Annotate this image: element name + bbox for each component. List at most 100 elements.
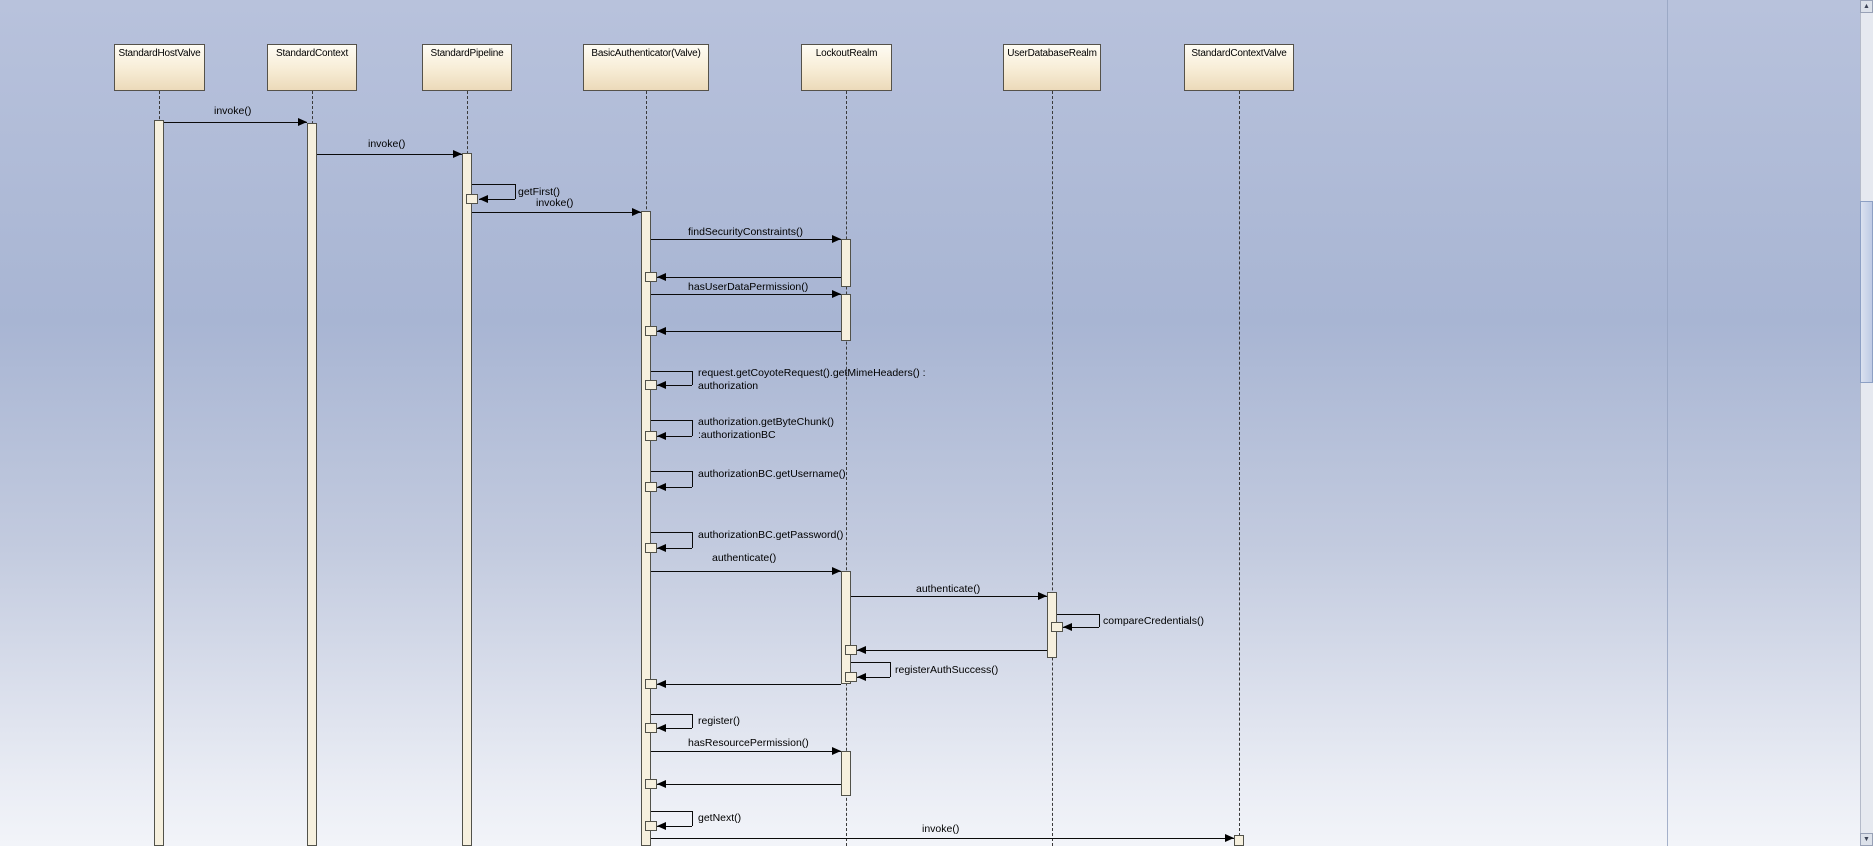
message-line — [651, 811, 692, 812]
message-arrowhead-left — [857, 646, 866, 654]
scrollbar-up-button[interactable]: ▲ — [1860, 0, 1873, 13]
message-label[interactable]: register() — [698, 715, 741, 727]
message-line — [651, 751, 841, 752]
message-label[interactable]: authenticate() — [712, 552, 777, 564]
message-arrowhead-left — [657, 483, 666, 491]
message-line — [657, 684, 841, 685]
message-label[interactable]: authorization — [698, 380, 759, 392]
nested-activation — [645, 380, 657, 390]
activation-bar[interactable] — [641, 211, 651, 846]
message-label[interactable]: getNext() — [698, 812, 742, 824]
message-label[interactable]: :authorizationBC — [698, 429, 776, 441]
activation-bar[interactable] — [841, 751, 851, 796]
message-line — [651, 239, 841, 240]
lifeline-head-standard-context[interactable]: StandardContext — [267, 44, 357, 91]
message-label[interactable]: invoke() — [922, 823, 960, 835]
lifeline-head-standard-host-valve[interactable]: StandardHostValve — [114, 44, 205, 91]
message-label[interactable]: authenticate() — [916, 583, 981, 595]
message-line — [851, 662, 890, 663]
message-line — [1057, 614, 1099, 615]
nested-activation — [645, 272, 657, 282]
message-line — [657, 331, 841, 332]
lifeline-head-basic-authenticator[interactable]: BasicAuthenticator(Valve) — [583, 44, 709, 91]
message-line — [657, 385, 692, 386]
message-arrowhead-left — [657, 432, 666, 440]
message-line-vertical — [515, 184, 516, 199]
activation-bar[interactable] — [1234, 835, 1244, 846]
message-line — [164, 122, 307, 123]
message-line — [657, 487, 692, 488]
nested-activation — [645, 431, 657, 441]
message-line — [657, 277, 841, 278]
message-line — [651, 571, 841, 572]
message-arrowhead-left — [657, 780, 666, 788]
lifeline-head-standard-context-valve[interactable]: StandardContextValve — [1184, 44, 1294, 91]
message-line-vertical — [692, 420, 693, 436]
message-line — [651, 420, 692, 421]
message-line — [479, 199, 515, 200]
message-line-vertical — [692, 471, 693, 487]
message-label[interactable]: authorizationBC.getUsername() — [698, 468, 846, 480]
lifeline-head-standard-pipeline[interactable]: StandardPipeline — [422, 44, 512, 91]
message-line — [651, 838, 1234, 839]
message-arrowhead-right — [632, 208, 641, 216]
activation-bar[interactable] — [154, 120, 164, 846]
message-label[interactable]: getFirst() — [518, 186, 560, 198]
message-label[interactable]: registerAuthSuccess() — [895, 664, 999, 676]
nested-activation — [845, 645, 857, 655]
message-line — [651, 714, 692, 715]
activation-bar[interactable] — [307, 123, 317, 846]
message-arrowhead-right — [832, 567, 841, 575]
activation-bar[interactable] — [841, 239, 851, 287]
nested-activation — [466, 194, 478, 204]
message-line — [657, 728, 692, 729]
message-arrowhead-left — [657, 273, 666, 281]
message-line — [657, 548, 692, 549]
message-line — [651, 471, 692, 472]
scrollbar-down-button[interactable]: ▼ — [1860, 833, 1873, 846]
message-arrowhead-left — [1063, 623, 1072, 631]
message-label[interactable]: authorizationBC.getPassword() — [698, 529, 844, 541]
activation-bar[interactable] — [841, 571, 851, 684]
message-arrowhead-right — [832, 290, 841, 298]
message-line-vertical — [692, 714, 693, 728]
message-label[interactable]: hasUserDataPermission() — [688, 281, 809, 293]
message-arrowhead-left — [857, 673, 866, 681]
activation-bar[interactable] — [841, 294, 851, 341]
message-line — [857, 677, 890, 678]
message-line — [651, 371, 692, 372]
activation-bar[interactable] — [462, 153, 472, 846]
scroll-down-icon: ▼ — [1863, 836, 1870, 843]
message-line — [651, 532, 692, 533]
message-label[interactable]: authorization.getByteChunk() — [698, 416, 834, 428]
message-label[interactable]: invoke() — [214, 105, 252, 117]
message-label[interactable]: findSecurityConstraints() — [688, 226, 803, 238]
message-line-vertical — [692, 532, 693, 548]
message-label[interactable]: invoke() — [536, 197, 574, 209]
lifeline-head-lockout-realm[interactable]: LockoutRealm — [801, 44, 892, 91]
scroll-up-icon: ▲ — [1863, 3, 1870, 10]
nested-activation — [645, 723, 657, 733]
scrollbar-thumb[interactable] — [1860, 201, 1873, 383]
message-line — [472, 212, 641, 213]
nested-activation — [645, 821, 657, 831]
lifeline-standard-context-valve — [1239, 91, 1240, 846]
message-label[interactable]: invoke() — [368, 138, 406, 150]
message-arrowhead-right — [1225, 834, 1234, 842]
message-label[interactable]: compareCredentials() — [1103, 615, 1204, 627]
nested-activation — [845, 672, 857, 682]
vertical-scrollbar[interactable] — [1860, 0, 1873, 846]
lifeline-lockout-realm — [846, 91, 847, 846]
message-arrowhead-right — [832, 235, 841, 243]
message-label[interactable]: request.getCoyoteRequest().getMimeHeader… — [698, 367, 926, 379]
message-line — [317, 154, 462, 155]
message-arrowhead-right — [298, 118, 307, 126]
message-label[interactable]: hasResourcePermission() — [688, 737, 809, 749]
message-line — [857, 650, 1047, 651]
message-line-vertical — [890, 662, 891, 677]
lifeline-head-user-database-realm[interactable]: UserDatabaseRealm — [1003, 44, 1101, 91]
message-arrowhead-left — [657, 327, 666, 335]
message-line-vertical — [1099, 614, 1100, 627]
message-line — [657, 826, 692, 827]
